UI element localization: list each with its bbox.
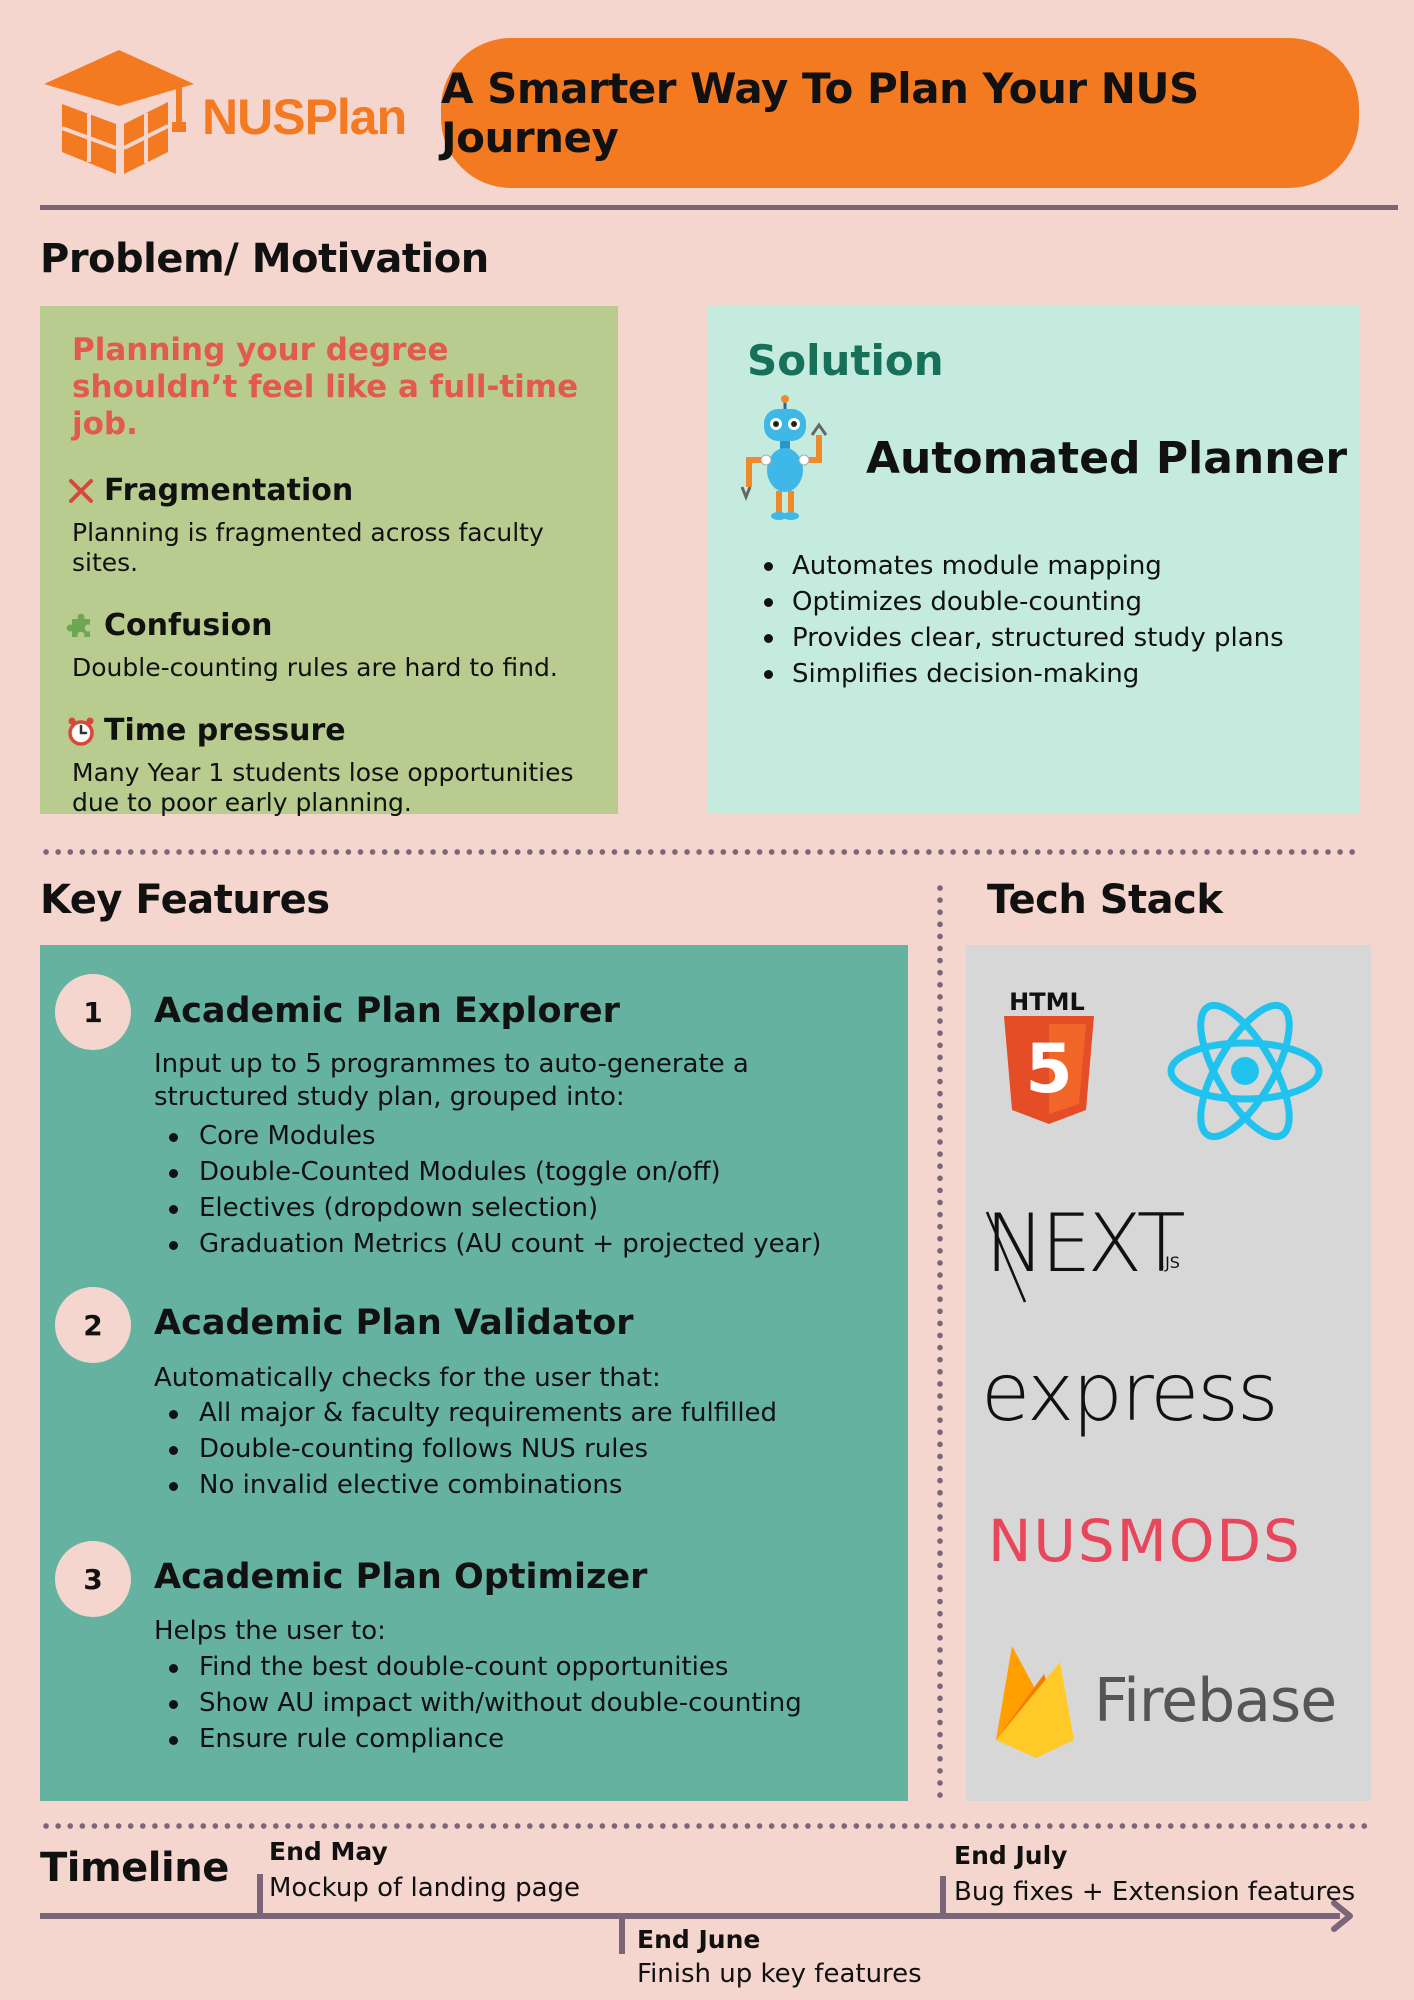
list-item: Electives (dropdown selection): [154, 1190, 821, 1226]
feature-list: All major & faculty requirements are ful…: [154, 1395, 777, 1503]
firebase-logo-text: Firebase: [1094, 1666, 1337, 1736]
issue-fragmentation: Fragmentation: [69, 473, 588, 508]
firebase-flame-icon: [996, 1646, 1074, 1758]
milestone-text: Finish up key features: [637, 1959, 922, 1989]
problem-card: Planning your degree shouldn’t feel like…: [40, 306, 618, 817]
react-atom-icon: [1167, 1001, 1323, 1141]
solution-title: Automated Planner: [866, 433, 1348, 484]
milestone-date: End May: [269, 1837, 388, 1866]
list-item: Find the best double-count opportunities: [154, 1649, 802, 1685]
milestone-text: Mockup of landing page: [269, 1873, 581, 1903]
issue-desc: Double-counting rules are hard to find.: [72, 653, 558, 682]
list-item: Automates module mapping: [760, 548, 1284, 584]
milestone-text: Bug fixes + Extension features: [954, 1877, 1356, 1907]
list-item: All major & faculty requirements are ful…: [154, 1395, 777, 1431]
banner-title: A Smarter Way To Plan Your NUS Journey: [441, 64, 1199, 162]
timeline-arrow-icon: [1331, 1900, 1353, 1932]
list-item: Simplifies decision-making: [760, 656, 1284, 692]
header-divider: [40, 205, 1398, 210]
issue-time-pressure: Time pressure: [68, 713, 588, 748]
feature-desc: Automatically checks for the user that:: [154, 1363, 661, 1393]
feature-number-badge: 1: [55, 974, 131, 1050]
issue-title: Time pressure: [104, 713, 346, 748]
timeline-tick: [940, 1876, 946, 1916]
graduation-cap-box-icon: [44, 50, 194, 174]
feature-list: Core Modules Double-Counted Modules (tog…: [154, 1118, 821, 1262]
issue-confusion: Confusion: [66, 608, 588, 643]
puzzle-icon: [66, 611, 96, 641]
timeline-axis: [40, 1913, 1340, 1919]
list-item: Core Modules: [154, 1118, 821, 1154]
logo-text: NUSPlan: [202, 89, 407, 145]
next-slash-icon: [985, 1211, 1027, 1303]
timeline-tick: [257, 1874, 263, 1914]
solution-list: Automates module mapping Optimizes doubl…: [760, 548, 1284, 692]
feature-list: Find the best double-count opportunities…: [154, 1649, 802, 1757]
list-item: Optimizes double-counting: [760, 584, 1284, 620]
nusplan-logo: [44, 50, 194, 174]
html5-shield-icon: [1004, 1016, 1094, 1124]
express-logo-text: express: [981, 1346, 1279, 1439]
list-item: No invalid elective combinations: [154, 1467, 777, 1503]
issue-desc: Many Year 1 students lose opportunities …: [72, 758, 574, 817]
issue-title: Confusion: [104, 608, 273, 643]
feature-number-badge: 3: [55, 1541, 131, 1617]
title-banner: A Smarter Way To Plan Your NUS Journey: [441, 38, 1359, 188]
solution-card: Solution: [707, 306, 1359, 814]
html5-digit: 5: [1025, 1029, 1073, 1109]
cross-icon: [66, 476, 96, 506]
feature-desc: Helps the user to:: [154, 1616, 386, 1646]
list-item: Ensure rule compliance: [154, 1721, 802, 1757]
issue-desc: Planning is fragmented across faculty si…: [72, 518, 544, 577]
nextjs-logo-text: NEXT: [985, 1197, 1186, 1290]
feature-number-badge: 2: [55, 1287, 131, 1363]
milestone-date: End June: [637, 1925, 761, 1954]
alarm-clock-icon: [66, 716, 96, 746]
problem-tagline: Planning your degree shouldn’t feel like…: [72, 332, 579, 442]
feature-title: Academic Plan Explorer: [154, 991, 620, 1031]
robot-icon: [740, 395, 828, 520]
issue-title: Fragmentation: [104, 473, 354, 508]
list-item: Provides clear, structured study plans: [760, 620, 1284, 656]
feature-desc: Input up to 5 programmes to auto-generat…: [154, 1049, 749, 1112]
list-item: Show AU impact with/without double-count…: [154, 1685, 802, 1721]
dotted-divider: [40, 849, 1360, 855]
dotted-divider: [40, 1823, 1372, 1829]
dotted-divider-vertical: [937, 882, 943, 1802]
timeline-tick: [619, 1914, 625, 1954]
timeline-heading: Timeline: [40, 1845, 229, 1891]
nextjs-suffix: .JS: [1160, 1253, 1180, 1272]
list-item: Double-Counted Modules (toggle on/off): [154, 1154, 821, 1190]
html-label: HTML: [1009, 988, 1085, 1016]
milestone-date: End July: [954, 1841, 1068, 1870]
list-item: Double-counting follows NUS rules: [154, 1431, 777, 1467]
problem-heading: Problem/ Motivation: [40, 236, 489, 282]
feature-title: Academic Plan Optimizer: [154, 1557, 648, 1597]
solution-heading: Solution: [747, 336, 944, 385]
features-heading: Key Features: [40, 877, 330, 923]
list-item: Graduation Metrics (AU count + projected…: [154, 1226, 821, 1262]
nusmods-logo-text: NUSMODS: [988, 1507, 1302, 1575]
features-card: [40, 945, 908, 1801]
tech-heading: Tech Stack: [987, 877, 1223, 923]
feature-title: Academic Plan Validator: [154, 1303, 634, 1343]
